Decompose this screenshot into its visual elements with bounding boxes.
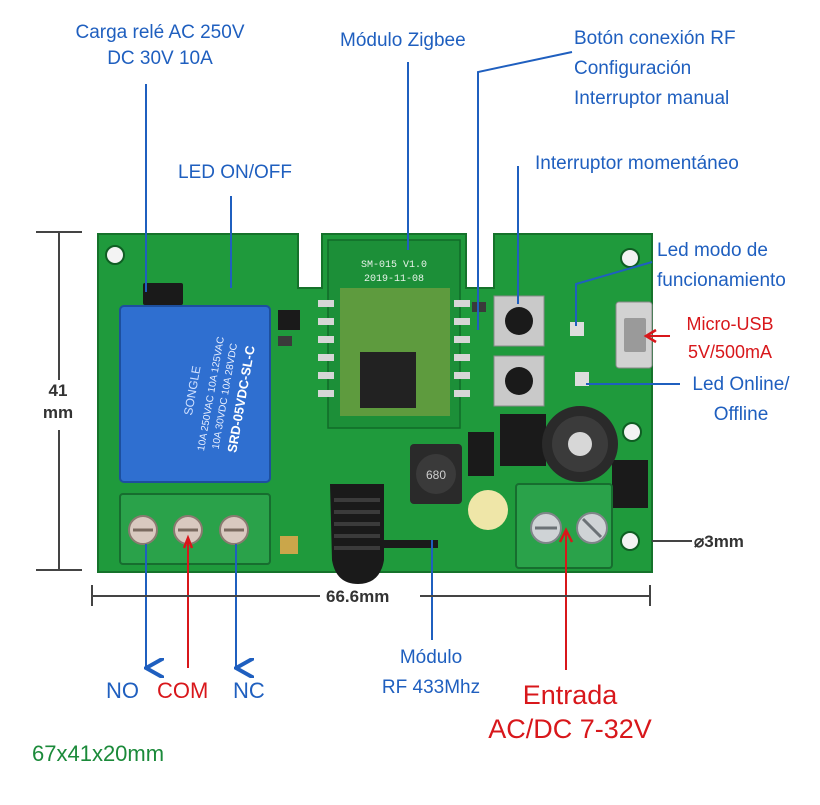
electrolytic-capacitor xyxy=(542,406,618,482)
power-terminal-block xyxy=(515,483,613,569)
mounting-hole xyxy=(622,422,642,442)
tactile-buttons xyxy=(493,295,545,407)
label-terminal-no: NO xyxy=(106,678,139,703)
label-height-dimension: 41 mm xyxy=(30,380,86,424)
label-height-value: 41 xyxy=(48,381,68,400)
label-rf-module-line2: RF 433Mhz xyxy=(381,677,481,698)
label-relay-load: Carga relé AC 250V DC 30V 10A xyxy=(52,20,268,72)
label-micro-usb-line2: 5V/500mA xyxy=(687,342,773,362)
label-relay-load-line1: Carga relé AC 250V xyxy=(75,22,245,43)
zigbee-model-text: SM-015 V1.0 xyxy=(361,260,427,271)
label-terminal-com: COM xyxy=(157,678,209,703)
zigbee-date-text: 2019-11-08 xyxy=(364,274,424,285)
callout-rf-button xyxy=(477,51,573,330)
label-mode-led-line1: Led modo de xyxy=(657,240,768,261)
zigbee-chip xyxy=(360,352,416,408)
label-momentary-switch: Interruptor momentáneo xyxy=(535,153,739,174)
label-online-led-line1: Led Online/ xyxy=(692,374,790,395)
label-zigbee-module: Módulo Zigbee xyxy=(340,30,466,51)
label-width-dimension: 66.6mm xyxy=(326,587,390,606)
dimension-lines xyxy=(36,231,692,606)
label-hole-dimension: ⌀3mm xyxy=(694,532,744,551)
label-rf-button-line1: Botón conexión RF xyxy=(574,28,736,49)
label-online-led: Led Online/ Offline xyxy=(678,372,804,428)
callout-lines-red xyxy=(182,328,670,670)
inductor: 680 xyxy=(410,444,462,504)
label-mode-led: Led modo de funcionamiento xyxy=(657,238,786,294)
label-relay-load-line2: DC 30V 10A xyxy=(107,48,213,69)
label-rf-button-line3: Interruptor manual xyxy=(574,88,730,109)
callout-lines xyxy=(146,51,680,668)
label-rf-button: Botón conexión RF Configuración Interrup… xyxy=(574,26,736,112)
label-input-line2: AC/DC 7-32V xyxy=(488,714,652,744)
mounting-hole xyxy=(105,245,125,265)
mounting-hole xyxy=(620,248,640,268)
height-dimension xyxy=(36,231,82,571)
label-rf-module: Módulo RF 433Mhz xyxy=(356,645,506,701)
zigbee-module: SM-015 V1.0 2019-11-08 xyxy=(318,239,470,429)
label-led-onoff: LED ON/OFF xyxy=(178,162,293,183)
label-micro-usb: Micro-USB 5V/500mA xyxy=(670,311,790,365)
micro-usb-connector xyxy=(615,301,653,369)
label-height-unit: mm xyxy=(42,403,74,422)
rf-433-module xyxy=(330,484,438,584)
callout-mode-led xyxy=(575,261,653,326)
ceramic-capacitor xyxy=(468,490,508,530)
relay: SONGLE 10A 250VAC 10A 125VAC 10A 30VDC 1… xyxy=(119,305,271,483)
mounting-hole xyxy=(620,531,640,551)
inductor-text: 680 xyxy=(426,468,446,482)
width-dimension xyxy=(91,585,651,606)
label-terminal-nc: NC xyxy=(233,678,265,703)
label-rf-button-line2: Configuración xyxy=(574,58,692,79)
label-micro-usb-line1: Micro-USB xyxy=(686,314,774,334)
label-overall-size: 67x41x20mm xyxy=(32,741,165,766)
relay-terminal-block xyxy=(119,493,271,565)
label-input: Entrada AC/DC 7-32V xyxy=(470,678,670,746)
label-online-led-line2: Offline xyxy=(713,404,769,425)
label-rf-module-line1: Módulo xyxy=(399,647,463,668)
label-mode-led-line2: funcionamiento xyxy=(657,270,786,291)
label-input-line1: Entrada xyxy=(522,680,618,710)
